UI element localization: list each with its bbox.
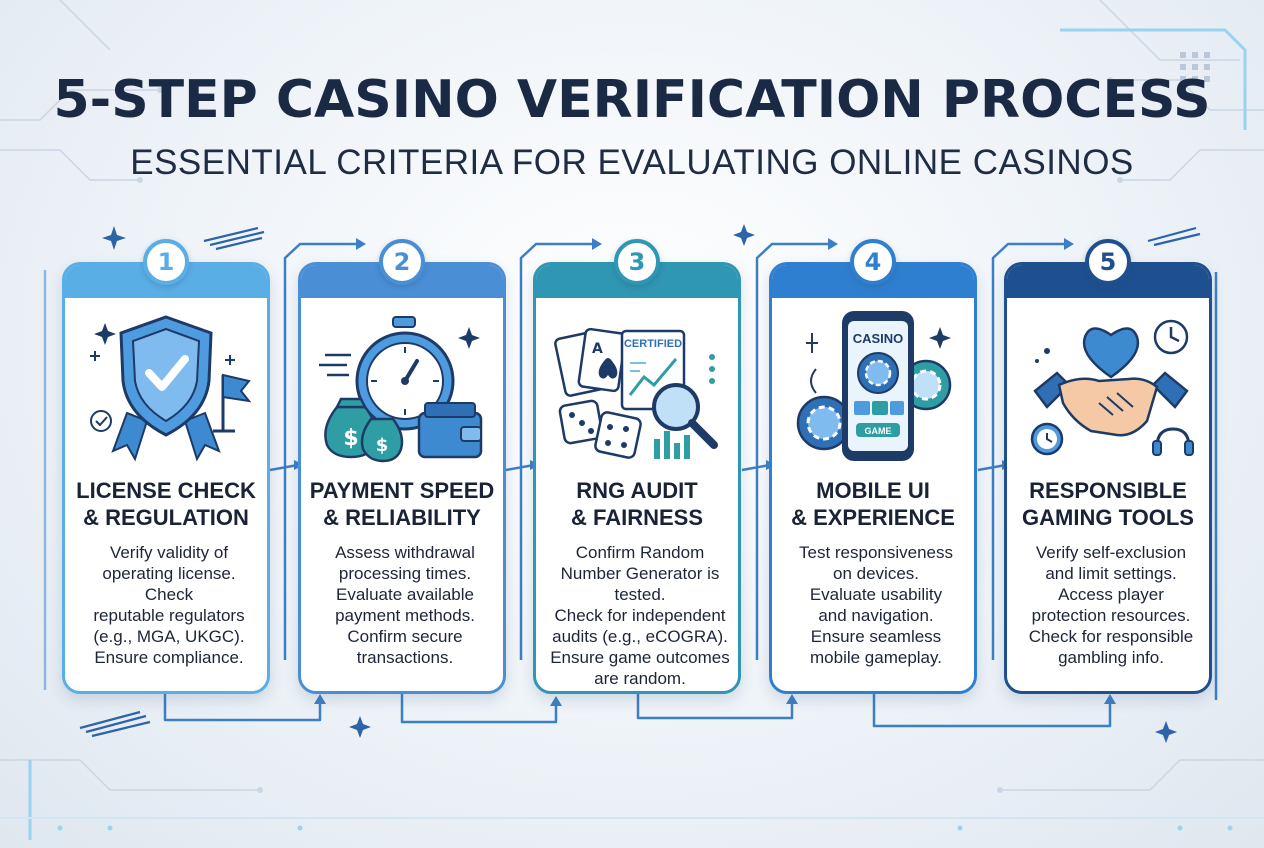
phone-casino-label: CASINO — [853, 331, 904, 346]
step-1-description: Verify validity of operating license. Ch… — [73, 542, 265, 668]
description-line: transactions. — [356, 648, 454, 667]
description-line: Confirm Random — [575, 543, 705, 562]
description-line: Check for independent — [554, 606, 726, 625]
description-line: on devices. — [833, 564, 919, 583]
step-5-description: Verify self-exclusion and limit settings… — [1015, 542, 1207, 668]
heading-line: & REGULATION — [83, 505, 249, 530]
step-2-description: Assess withdrawal processing times. Eval… — [309, 542, 501, 668]
clock-icon — [1030, 319, 1189, 456]
heading-line: & EXPERIENCE — [791, 505, 955, 530]
heart-icon — [1082, 327, 1140, 379]
step-number-badge-4: 4 — [850, 239, 896, 285]
heading-line: & RELIABILITY — [323, 505, 481, 530]
step-number-badge-3: 3 — [614, 239, 660, 285]
description-line: Access player — [1058, 585, 1164, 604]
description-line: and navigation. — [818, 606, 934, 625]
wallet-icon — [417, 402, 483, 459]
page-subtitle: ESSENTIAL CRITERIA FOR EVALUATING ONLINE… — [130, 143, 1134, 182]
step-4-description: Test responsiveness on devices. Evaluate… — [780, 542, 972, 668]
money-symbol: $ — [343, 426, 358, 451]
description-line: mobile gameplay. — [810, 648, 942, 667]
step-card-1: LICENSE CHECK & REGULATION Verify validi… — [62, 262, 270, 694]
heading-line: PAYMENT SPEED — [309, 478, 495, 503]
step-card-4: CASINO GAME MOBILE UI & EXPERIENCE Test … — [769, 262, 977, 694]
step-3-heading: RNG AUDIT & FAIRNESS — [536, 477, 738, 531]
heading-line: & FAIRNESS — [570, 505, 704, 530]
description-line: gambling info. — [1058, 648, 1164, 667]
description-line: Evaluate usability — [809, 585, 943, 604]
description-line: protection resources. — [1031, 606, 1191, 625]
money-symbol: $ — [376, 435, 389, 456]
dice-icon — [558, 399, 642, 459]
heading-line: MOBILE UI — [816, 478, 930, 503]
step-number-badge-1: 1 — [143, 239, 189, 285]
description-line: operating license. — [102, 564, 236, 583]
step-5-illustration — [1030, 319, 1194, 456]
step-card-2: $ $ PAYMENT SPEED & RELIABILITY Assess w… — [298, 262, 506, 694]
step-1-illustration — [90, 315, 252, 462]
description-line: Verify validity of — [109, 543, 229, 562]
step-5-heading: RESPONSIBLE GAMING TOOLS — [1007, 477, 1209, 531]
page-title: 5-STEP CASINO VERIFICATION PROCESS — [53, 70, 1211, 130]
description-line: Ensure game outcomes — [550, 648, 730, 667]
description-line: Check for responsible — [1028, 627, 1194, 646]
description-line: tested. — [614, 585, 666, 604]
step-1-heading: LICENSE CHECK & REGULATION — [65, 477, 267, 531]
description-line: Number Generator is — [560, 564, 720, 583]
description-line: Test responsiveness — [798, 543, 954, 562]
description-line: Confirm secure — [347, 627, 463, 646]
card-rank: A — [592, 341, 603, 357]
description-line: Ensure seamless — [810, 627, 942, 646]
step-card-3: A CERTIFIED RNG AUDIT & FAIRNESS Con — [533, 262, 741, 694]
playing-cards-icon: A — [554, 327, 627, 397]
step-number-badge-5: 5 — [1085, 239, 1131, 285]
certificate-label: CERTIFIED — [624, 338, 682, 350]
heading-line: LICENSE CHECK — [76, 478, 256, 503]
description-line: Evaluate available — [336, 585, 474, 604]
money-bag-icon: $ $ — [324, 397, 404, 463]
description-line: payment methods. — [335, 606, 475, 625]
shield-check-icon — [111, 315, 221, 462]
description-line: Check — [144, 585, 194, 604]
description-line: Verify self-exclusion — [1035, 543, 1187, 562]
smartphone-icon: CASINO GAME — [842, 311, 914, 461]
headset-icon — [1152, 427, 1194, 456]
description-line: and limit settings. — [1045, 564, 1177, 583]
description-line: Ensure compliance. — [94, 648, 244, 667]
step-number-badge-2: 2 — [379, 239, 425, 285]
description-line: processing times. — [338, 564, 472, 583]
description-line: are random. — [594, 669, 686, 688]
handshake-icon — [1033, 371, 1189, 437]
heading-line: GAMING TOOLS — [1022, 505, 1194, 530]
heading-line: RESPONSIBLE — [1029, 478, 1187, 503]
step-3-description: Confirm Random Number Generator is teste… — [544, 542, 736, 689]
heading-line: RNG AUDIT — [576, 478, 698, 503]
description-line: (e.g., MGA, UKGC). — [93, 627, 245, 646]
description-line: audits (e.g., eCOGRA). — [552, 627, 728, 646]
description-line: Assess withdrawal — [335, 543, 475, 562]
step-card-5: RESPONSIBLE GAMING TOOLS Verify self-exc… — [1004, 262, 1212, 694]
phone-game-button-label: GAME — [865, 426, 892, 436]
step-3-illustration: A CERTIFIED — [554, 327, 718, 459]
flag-icon — [213, 373, 252, 433]
step-2-heading: PAYMENT SPEED & RELIABILITY — [301, 477, 503, 531]
step-4-illustration: CASINO GAME — [796, 311, 952, 461]
step-2-illustration: $ $ — [319, 316, 483, 463]
description-line: reputable regulators — [93, 606, 245, 625]
step-4-heading: MOBILE UI & EXPERIENCE — [772, 477, 974, 531]
magnifier-icon — [652, 383, 718, 449]
